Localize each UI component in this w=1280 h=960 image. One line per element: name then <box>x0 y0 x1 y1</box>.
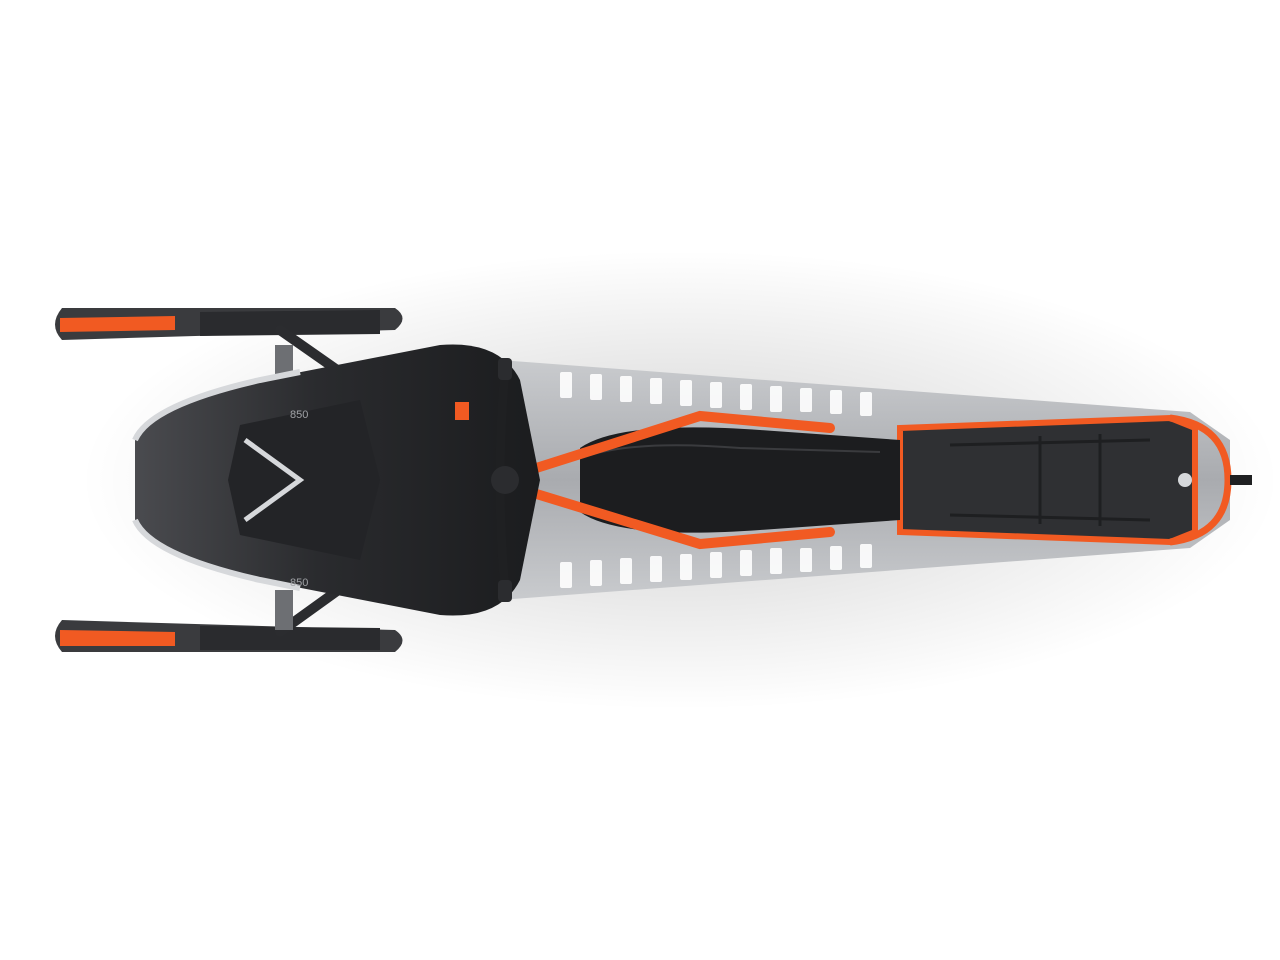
frame-bars <box>525 410 835 550</box>
rear-cargo-box <box>897 414 1252 546</box>
hood-decal-lower: 850 <box>290 577 308 589</box>
left-ski <box>55 308 403 340</box>
seat <box>580 427 900 533</box>
hood-decal-upper: 850 <box>290 409 308 421</box>
handlebar <box>455 358 519 602</box>
right-ski <box>55 620 403 652</box>
